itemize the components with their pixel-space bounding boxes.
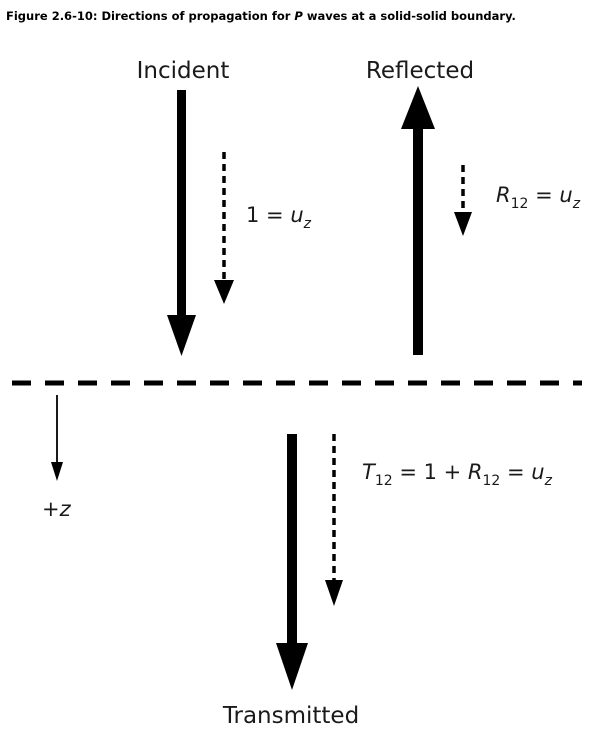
incident-arrow [167, 90, 196, 356]
reflected-label: Reflected [366, 58, 474, 84]
transmitted-arrow [276, 434, 308, 690]
incident-displacement-arrow [214, 152, 234, 304]
transmitted-equation: T12 = 1 + R12 = uz [362, 460, 553, 489]
reflected-displacement-arrow [454, 165, 472, 236]
figure-title: Figure 2.6-10: Directions of propagation… [6, 9, 516, 23]
z-axis-arrow [51, 395, 63, 481]
incident-label: Incident [137, 58, 230, 84]
reflected-arrow [401, 86, 435, 355]
reflected-equation: R12 = uz [496, 183, 581, 212]
z-axis-label: +z [42, 497, 72, 521]
transmitted-displacement-arrow [325, 434, 343, 606]
incident-equation: 1 = uz [246, 203, 312, 232]
transmitted-label: Transmitted [222, 703, 359, 729]
